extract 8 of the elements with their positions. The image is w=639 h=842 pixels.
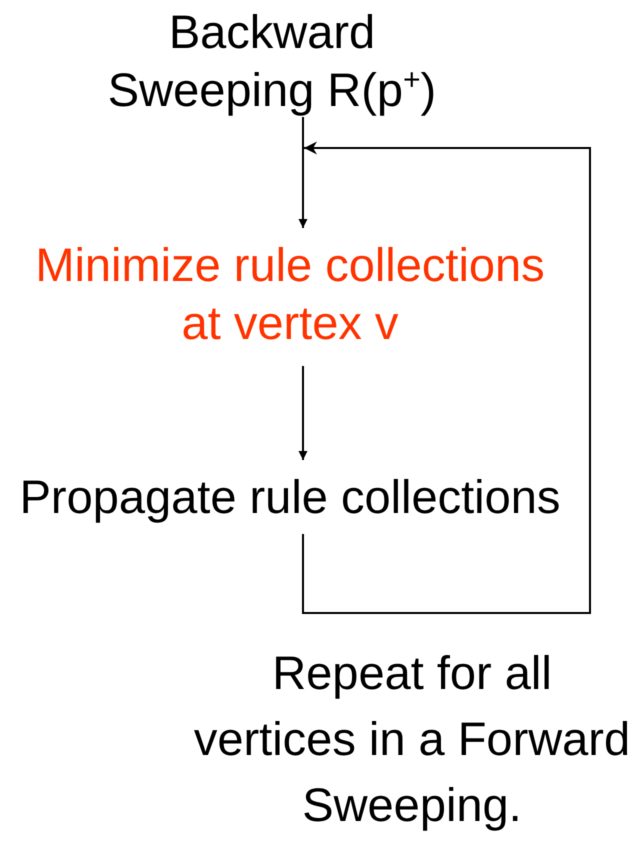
note-text: Repeat for all vertices in a Forward Sweeping. bbox=[192, 645, 632, 833]
arrow bbox=[298, 366, 308, 460]
step-text: Backward Sweeping R(p$^{+}$) bbox=[97, 3, 447, 119]
loop-arrow bbox=[302, 142, 591, 614]
step-text: Minimize rule collections at vertex v bbox=[20, 236, 560, 352]
arrow bbox=[298, 148, 308, 228]
step-text: Propagate rule collections bbox=[10, 468, 570, 526]
line bbox=[302, 117, 304, 148]
